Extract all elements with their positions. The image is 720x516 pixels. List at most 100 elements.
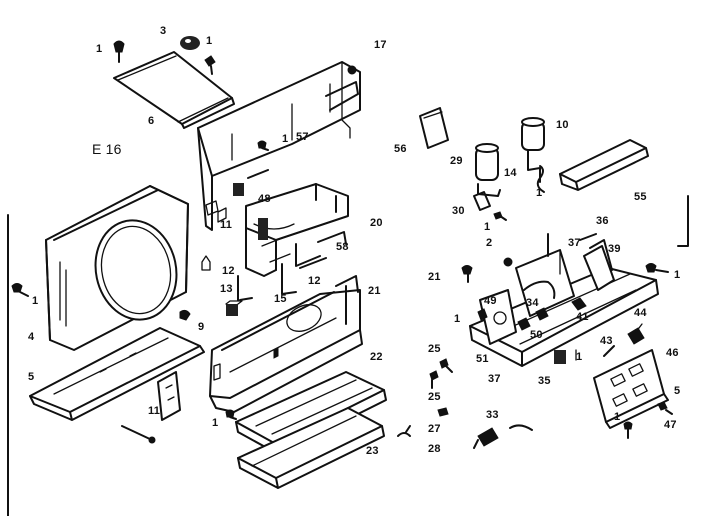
- callout-13: 13: [220, 283, 233, 295]
- part-46-control-panel: [594, 350, 668, 428]
- callout-3: 3: [160, 25, 167, 37]
- part-28-clip: [398, 426, 410, 436]
- callout-12: 12: [222, 265, 235, 277]
- part-43-wire: [604, 346, 614, 356]
- part-3-knob: [180, 36, 200, 50]
- part-47-screw: [658, 402, 672, 414]
- part-36-37-39-right-brackets: [548, 234, 614, 290]
- callout-58: 58: [336, 241, 349, 253]
- callout-5: 5: [28, 371, 35, 383]
- callout-14: 14: [504, 167, 517, 179]
- callout-44: 44: [634, 307, 647, 319]
- part-10-capacitor: [522, 118, 544, 182]
- callout-1: 1: [484, 221, 491, 233]
- callout-43: 43: [600, 335, 613, 347]
- page-border-marks: [8, 196, 688, 516]
- callout-1: 1: [614, 411, 621, 423]
- part-8-bracket: [158, 372, 180, 420]
- callout-46: 46: [666, 347, 679, 359]
- screw-1-top-left: [114, 41, 124, 62]
- callout-1: 1: [212, 417, 219, 429]
- callout-11: 11: [220, 219, 233, 231]
- part-13-block: [226, 301, 242, 316]
- callout-4: 4: [28, 331, 35, 343]
- part-23-tray: [238, 408, 384, 488]
- callout-33: 33: [486, 409, 499, 421]
- part-33-cord: [474, 425, 532, 448]
- callout-50: 50: [530, 329, 543, 341]
- part-29-capacitor: [476, 144, 500, 196]
- callout-37: 37: [488, 373, 501, 385]
- callout-30: 30: [452, 205, 465, 217]
- part-56-plate: [420, 108, 448, 148]
- part-41-fitting: [572, 298, 586, 310]
- callout-17: 17: [374, 39, 387, 51]
- screw-1-left-edge: [12, 284, 28, 297]
- part-4-fan-shroud: [46, 186, 188, 350]
- callout-27: 27: [428, 423, 441, 435]
- callout-2: 2: [486, 237, 493, 249]
- part-49-left-bracket: [478, 290, 516, 344]
- part-27-nut: [438, 408, 448, 416]
- part-12-rods: [202, 256, 296, 300]
- callout-21: 21: [368, 285, 381, 297]
- callout-57: 57: [296, 131, 309, 143]
- part-14-wire: [538, 166, 544, 192]
- callout-15: 15: [274, 293, 287, 305]
- callout-25: 25: [428, 343, 441, 355]
- callout-5: 5: [674, 385, 681, 397]
- callout-29: 29: [450, 155, 463, 167]
- callout-35: 35: [538, 375, 551, 387]
- part-6-top-panel: [114, 52, 234, 128]
- callout-1: 1: [32, 295, 39, 307]
- callout-36: 36: [596, 215, 609, 227]
- callout-1: 1: [674, 269, 681, 281]
- callout-1: 1: [206, 35, 213, 47]
- part-22-tray: [236, 372, 386, 454]
- part-25-screws: [430, 359, 452, 388]
- callout-37: 37: [568, 237, 581, 249]
- part-35-switch: [554, 350, 576, 364]
- callout-56: 56: [394, 143, 407, 155]
- part-30-bracket: [474, 192, 506, 220]
- screw-1-knob: [205, 56, 215, 74]
- callout-51: 51: [476, 353, 489, 365]
- callout-48: 48: [258, 193, 271, 205]
- callout-21: 21: [428, 271, 441, 283]
- part-55-strip: [560, 140, 648, 190]
- callout-20: 20: [370, 217, 383, 229]
- callout-49: 49: [484, 295, 497, 307]
- callout-41: 41: [576, 311, 589, 323]
- title-mark-e16: E 16: [92, 141, 122, 157]
- callout-1: 1: [576, 351, 583, 363]
- callout-1: 1: [96, 43, 103, 55]
- part-48-bracket: [206, 170, 268, 215]
- callout-28: 28: [428, 443, 441, 455]
- callout-55: 55: [634, 191, 647, 203]
- callout-1: 1: [282, 133, 289, 145]
- part-2-nut: [504, 258, 512, 266]
- callout-39: 39: [608, 243, 621, 255]
- callout-25: 25: [428, 391, 441, 403]
- screw-1-cover: [258, 141, 268, 150]
- screw-1-right-top: [646, 264, 668, 273]
- part-44-knob: [628, 324, 644, 344]
- screw-1-frame: [226, 410, 236, 419]
- callout-47: 47: [664, 419, 677, 431]
- callout-12: 12: [308, 275, 321, 287]
- part-9-clip: [180, 310, 190, 320]
- part-20-housing: [246, 184, 348, 276]
- callout-6: 6: [148, 115, 155, 127]
- callout-22: 22: [370, 351, 383, 363]
- part-57-top-cover: [198, 62, 360, 230]
- callout-11: 11: [148, 405, 161, 417]
- part-11-pin: [122, 426, 155, 443]
- part-5-base-rail: [30, 328, 204, 420]
- screw-1-panel: [624, 422, 632, 438]
- callout-23: 23: [366, 445, 379, 457]
- callout-34: 34: [526, 297, 539, 309]
- callout-9: 9: [198, 321, 205, 333]
- part-21-screw-right: [462, 266, 472, 283]
